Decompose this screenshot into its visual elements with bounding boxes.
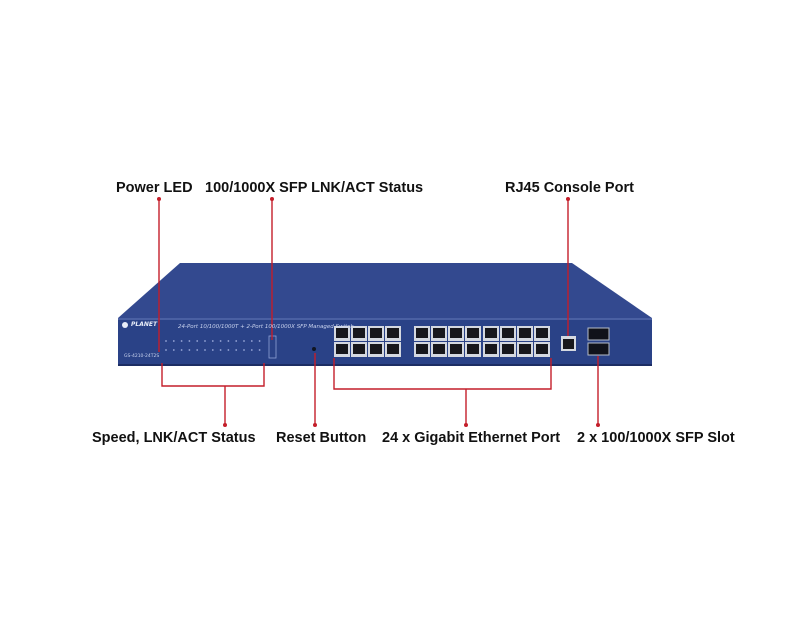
status-led-14 [165, 349, 167, 351]
ethernet-port-hole-21 [519, 328, 531, 338]
ethernet-port-hole-10 [416, 344, 428, 354]
ethernet-port-hole-2 [336, 344, 348, 354]
status-led-26 [258, 349, 261, 351]
status-led-23 [235, 349, 238, 351]
status-led-3 [180, 340, 183, 342]
chassis-top [118, 263, 652, 318]
ethernet-port-hole-17 [485, 328, 497, 338]
callout-reset-button: Reset Button [276, 430, 367, 446]
status-led-25 [250, 349, 253, 351]
status-led-13 [258, 340, 261, 342]
status-led-9 [227, 340, 230, 342]
led-indicator-group [165, 340, 261, 351]
ethernet-port-hole-18 [485, 344, 497, 354]
leader-dot-sfp-slots [596, 423, 600, 427]
leader-dot-console [566, 197, 570, 201]
status-led-16 [180, 349, 183, 351]
ethernet-port-hole-19 [502, 328, 514, 338]
status-led-19 [204, 349, 206, 351]
ethernet-port-hole-15 [467, 328, 479, 338]
status-led-2 [172, 340, 175, 342]
status-led-5 [196, 340, 199, 342]
ethernet-port-group [334, 326, 550, 357]
status-led-11 [243, 340, 245, 342]
ethernet-port-hole-8 [387, 344, 399, 354]
leader-dots [157, 197, 600, 427]
ethernet-port-hole-23 [536, 328, 548, 338]
status-led-6 [204, 340, 206, 342]
leader-dot-power [157, 197, 161, 201]
leader-speed-status [161, 363, 265, 424]
callout-power-led: Power LED [116, 180, 193, 196]
ethernet-port-hole-16 [467, 344, 479, 354]
callout-ethernet-ports: 24 x Gigabit Ethernet Port [382, 430, 561, 446]
ethernet-port-hole-22 [519, 344, 531, 354]
callout-speed-status: Speed, LNK/ACT Status [92, 430, 256, 446]
status-led-24 [243, 349, 245, 351]
leader-lines [158, 198, 599, 424]
callout-sfp-status: 100/1000X SFP LNK/ACT Status [205, 180, 424, 196]
ethernet-port-hole-3 [353, 328, 365, 338]
leader-dot-reset [313, 423, 317, 427]
status-led-4 [188, 340, 191, 342]
sfp-slot-2 [587, 342, 610, 356]
callout-sfp-slots: 2 x 100/1000X SFP Slot [577, 430, 735, 446]
console-port-hole [563, 339, 574, 349]
sfp-slot-1 [587, 327, 610, 341]
status-led-17 [188, 349, 191, 351]
status-led-22 [227, 349, 230, 351]
leader-dot-sfp-status [270, 197, 274, 201]
switch-model-label: GS-4210-24T2S [124, 354, 160, 359]
switch-front-label: 24-Port 10/100/1000T + 2-Port 100/1000X … [178, 324, 354, 330]
ethernet-port-hole-12 [433, 344, 445, 354]
brand-name: PLANET [131, 321, 158, 328]
reset-button-icon [312, 347, 316, 351]
status-led-1 [165, 340, 167, 342]
ethernet-port-hole-9 [416, 328, 428, 338]
ethernet-port-hole-6 [370, 344, 382, 354]
ethernet-port-hole-24 [536, 344, 548, 354]
status-led-8 [219, 340, 222, 342]
chassis-front-highlight [118, 318, 652, 320]
ethernet-port-hole-7 [387, 328, 399, 338]
callout-console-port: RJ45 Console Port [505, 180, 634, 196]
status-led-7 [211, 340, 214, 342]
ethernet-port-hole-5 [370, 328, 382, 338]
status-led-18 [196, 349, 199, 351]
leader-ethernet-ports [333, 358, 552, 424]
status-led-21 [219, 349, 222, 351]
ethernet-port-hole-20 [502, 344, 514, 354]
chassis-front-shadow [118, 364, 652, 366]
status-led-12 [250, 340, 253, 342]
leader-dot-speed [223, 423, 227, 427]
ethernet-port-hole-11 [433, 328, 445, 338]
planet-logo-icon [122, 322, 128, 328]
status-led-20 [211, 349, 214, 351]
status-led-15 [172, 349, 175, 351]
leader-dot-ethernet [464, 423, 468, 427]
ethernet-port-hole-14 [450, 344, 462, 354]
ethernet-port-hole-13 [450, 328, 462, 338]
ethernet-port-hole-4 [353, 344, 365, 354]
ethernet-port-hole-1 [336, 328, 348, 338]
status-led-10 [235, 340, 238, 342]
